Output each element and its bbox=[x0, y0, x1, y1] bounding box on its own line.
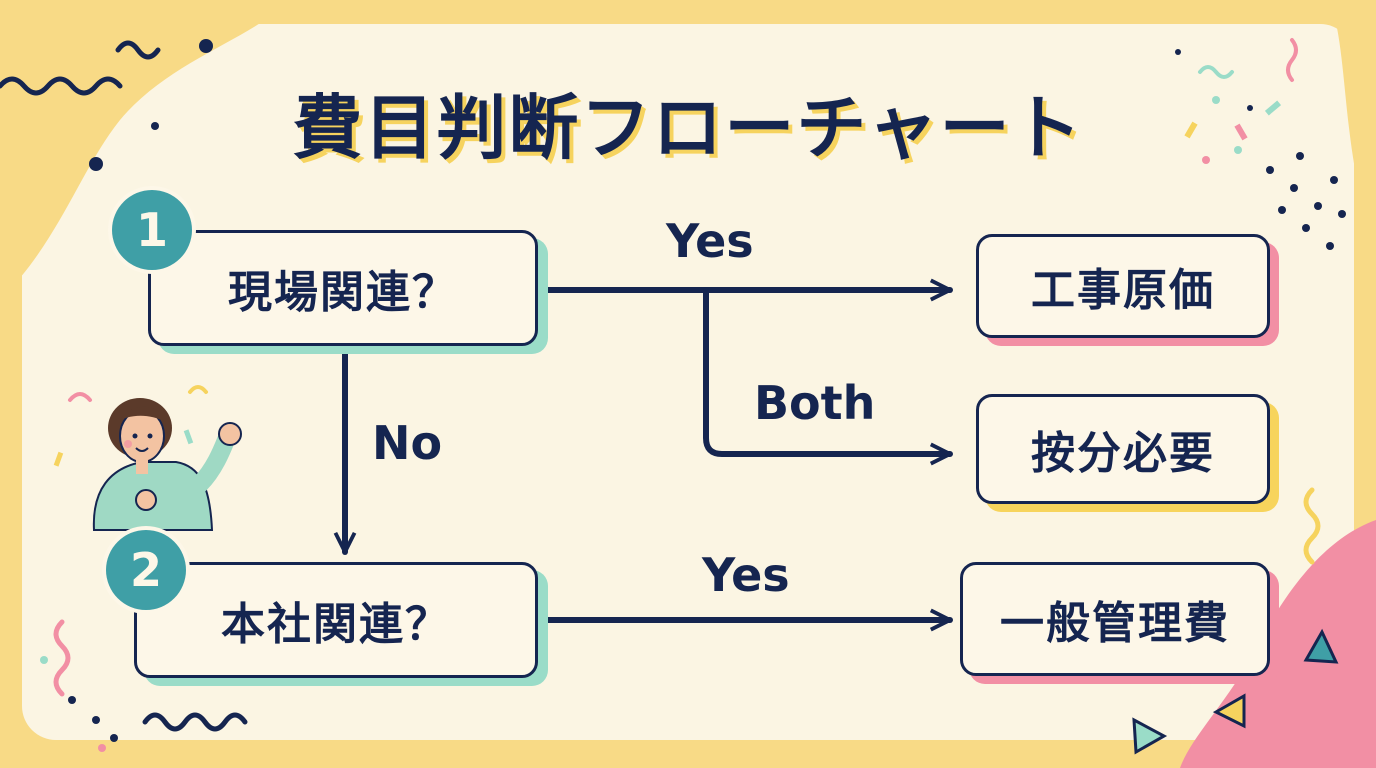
outcome-label-1: 工事原価 bbox=[1031, 265, 1215, 316]
squiggle-top-left bbox=[0, 76, 123, 96]
edge-label-q1-yes: Yes bbox=[666, 214, 754, 268]
edge-label-q2-yes: Yes bbox=[702, 548, 790, 602]
outcome-node-construction-cost: 工事原価 bbox=[976, 234, 1270, 338]
outcome-node-general-admin-expense: 一般管理費 bbox=[960, 562, 1270, 676]
step-badge-2: 2 bbox=[106, 530, 186, 610]
squiggle-bottom-left bbox=[142, 712, 248, 732]
page-title: 費目判断フローチャート bbox=[292, 87, 1084, 169]
top-left-blob bbox=[0, 0, 290, 300]
edge-label-q1-both: Both bbox=[754, 376, 876, 430]
decision-label-1: 現場関連？ bbox=[228, 267, 458, 318]
decision-label-2: 本社関連？ bbox=[221, 599, 451, 650]
arrow-q1-both bbox=[703, 287, 953, 466]
edge-label-q1-no: No bbox=[372, 416, 443, 470]
outcome-label-2: 按分必要 bbox=[1031, 428, 1215, 479]
decorative-dots bbox=[68, 39, 1346, 742]
triangle-confetti bbox=[1303, 628, 1339, 664]
outcome-label-3: 一般管理費 bbox=[1000, 598, 1230, 649]
decision-node-2: 本社関連？ bbox=[134, 562, 538, 678]
decision-node-1: 現場関連？ bbox=[148, 230, 538, 346]
woman-character-illustration bbox=[92, 398, 242, 531]
outcome-node-allocation-needed: 按分必要 bbox=[976, 394, 1270, 504]
step-badge-1: 1 bbox=[112, 190, 192, 270]
